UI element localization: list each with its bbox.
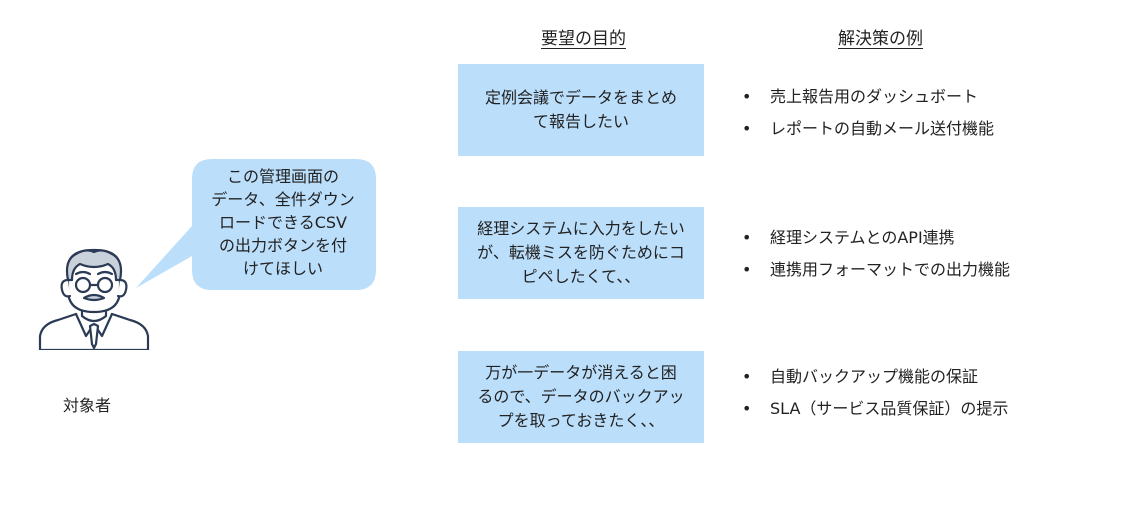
solution-item: •経理システムとのAPI連携 xyxy=(742,222,1010,254)
purpose-line: ピペしたくて、、 xyxy=(521,267,641,286)
purpose-line: 経理システムに入力をしたい xyxy=(477,219,685,238)
purpose-line: て報告したい xyxy=(532,112,629,131)
purpose-box-report: 定例会議でデータをまとめ て報告したい xyxy=(458,64,704,156)
purpose-line: が、転機ミスを防ぐためにコ xyxy=(477,243,685,262)
solution-item: •SLA（サービス品質保証）の提示 xyxy=(742,393,1008,425)
solution-list-backup: •自動バックアップ機能の保証 •SLA（サービス品質保証）の提示 xyxy=(742,361,1008,425)
bullet-icon: • xyxy=(742,260,752,279)
solution-list-accounting: •経理システムとのAPI連携 •連携用フォーマットでの出力機能 xyxy=(742,222,1010,286)
purpose-line: 定例会議でデータをまとめ xyxy=(484,88,677,107)
solutions-header: 解決策の例 xyxy=(838,29,923,49)
bullet-icon: • xyxy=(742,119,752,138)
purpose-line: るので、データのバックアッ xyxy=(477,387,685,406)
solution-item: •連携用フォーマットでの出力機能 xyxy=(742,254,1010,286)
bullet-icon: • xyxy=(742,228,752,247)
bubble-line: この管理画面の xyxy=(226,167,339,186)
bubble-text: この管理画面の データ、全件ダウン ロードできるCSV の出力ボタンを付 けてほ… xyxy=(192,165,374,280)
bubble-line: の出力ボタンを付 xyxy=(218,236,347,255)
purpose-box-backup: 万が一データが消えると困 るので、データのバックアッ プを取っておきたく、、 xyxy=(458,351,704,443)
bullet-icon: • xyxy=(742,367,752,386)
solution-item: •レポートの自動メール送付機能 xyxy=(742,113,994,145)
person-label: 対象者 xyxy=(63,396,112,415)
purpose-line: 万が一データが消えると困 xyxy=(485,363,677,382)
bullet-icon: • xyxy=(742,87,752,106)
purpose-header: 要望の目的 xyxy=(541,29,626,49)
solution-list-report: •売上報告用のダッシュボート •レポートの自動メール送付機能 xyxy=(742,81,994,145)
elderly-man-icon xyxy=(38,248,150,350)
bubble-line: データ、全件ダウン xyxy=(211,190,355,209)
purpose-line: プを取っておきたく、、 xyxy=(497,411,665,430)
bubble-line: けてほしい xyxy=(242,259,323,278)
bubble-line: ロードできるCSV xyxy=(219,213,347,232)
bullet-icon: • xyxy=(742,399,752,418)
solution-item: •自動バックアップ機能の保証 xyxy=(742,361,1008,393)
solution-item: •売上報告用のダッシュボート xyxy=(742,81,994,113)
purpose-box-accounting: 経理システムに入力をしたい が、転機ミスを防ぐためにコ ピペしたくて、、 xyxy=(458,207,704,299)
